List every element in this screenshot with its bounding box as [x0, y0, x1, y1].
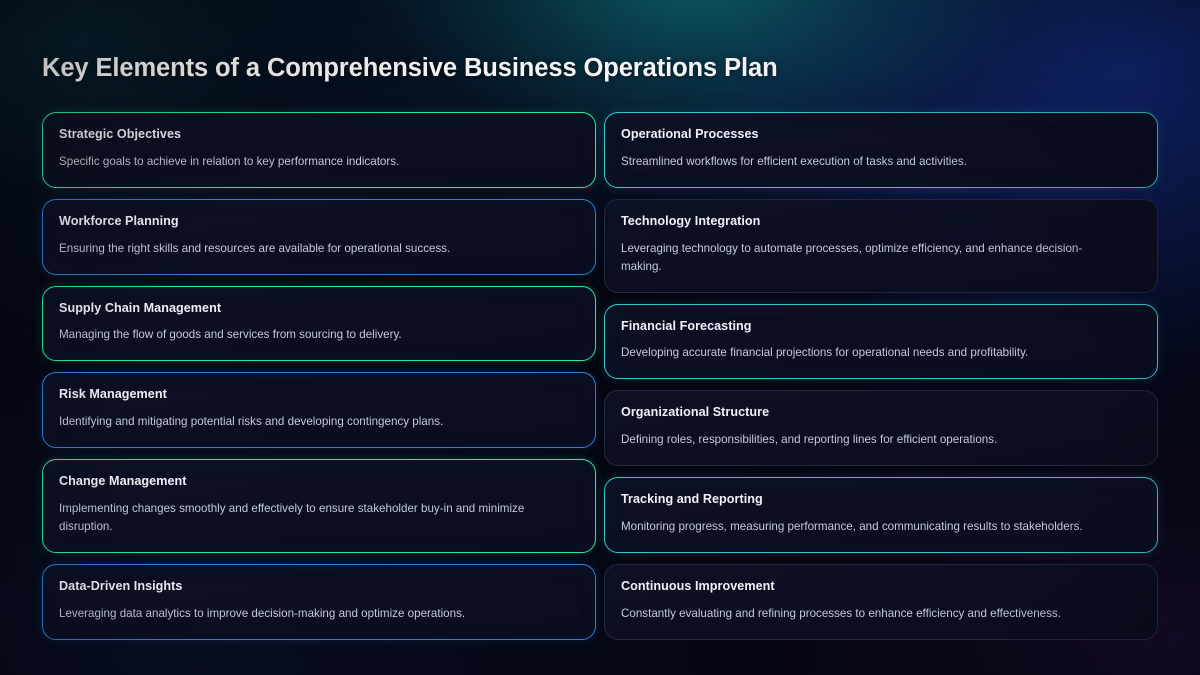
- card-description: Implementing changes smoothly and effect…: [59, 502, 525, 534]
- card-title: Change Management: [59, 474, 187, 489]
- card-description: Defining roles, responsibilities, and re…: [621, 433, 998, 447]
- card-title: Technology Integration: [621, 213, 761, 228]
- page-title: Key Elements of a Comprehensive Business…: [42, 54, 778, 82]
- card-title: Continuous Improvement: [621, 579, 775, 594]
- card-description: Ensuring the right skills and resources …: [59, 241, 451, 255]
- card-title: Tracking and Reporting: [621, 492, 763, 507]
- card-description: Developing accurate financial projection…: [621, 346, 1029, 360]
- card-title: Workforce Planning: [59, 213, 179, 228]
- card-title: Supply Chain Management: [59, 300, 222, 315]
- card-title: Strategic Objectives: [59, 127, 182, 141]
- card-title: Operational Processes: [621, 127, 759, 141]
- card-description: Constantly evaluating and refining proce…: [621, 606, 1061, 620]
- card-description: Specific goals to achieve in relation to…: [59, 154, 400, 168]
- card-description: Leveraging data analytics to improve dec…: [59, 606, 466, 620]
- card-title: Financial Forecasting: [621, 318, 752, 333]
- card-title: Organizational Structure: [621, 405, 770, 420]
- card-description: Managing the flow of goods and services …: [59, 328, 402, 342]
- card-description: Monitoring progress, measuring performan…: [621, 520, 1083, 534]
- card-title: Risk Management: [59, 387, 167, 402]
- card-description: Leveraging technology to automate proces…: [621, 241, 1083, 273]
- card-title: Data-Driven Insights: [59, 579, 183, 594]
- card-description: Identifying and mitigating potential ris…: [59, 415, 444, 429]
- card-description: Streamlined workflows for efficient exec…: [621, 154, 967, 168]
